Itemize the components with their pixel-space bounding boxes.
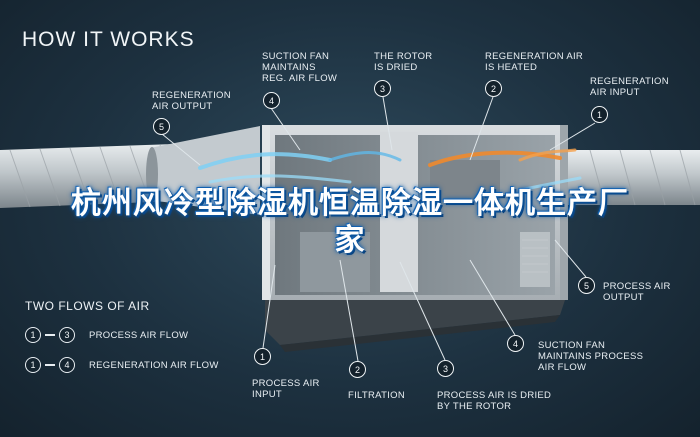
callout-badge-process-input: 1 <box>254 348 271 365</box>
callout-label-regeneration-input: REGENERATION AIR INPUT <box>590 76 669 98</box>
legend-row-process: 1 3 PROCESS AIR FLOW <box>25 326 188 344</box>
callout-label-rotor-dried: THE ROTOR IS DRIED <box>374 51 433 73</box>
callout-label-process-input: PROCESS AIR INPUT <box>252 378 320 400</box>
legend-badge-to: 4 <box>59 357 75 373</box>
process-air-flow <box>208 174 582 192</box>
callout-label-process-output: PROCESS AIR OUTPUT <box>603 281 671 303</box>
leader-lines <box>161 96 596 362</box>
callout-label-filtration: FILTRATION <box>348 390 406 401</box>
legend-badge-from: 1 <box>25 357 41 373</box>
legend-label-process: PROCESS AIR FLOW <box>89 329 189 341</box>
headline-overlay: 杭州风冷型除湿机恒温除湿一体机生产厂家 <box>71 186 629 258</box>
dehumidifier-cabinet <box>262 125 568 352</box>
callout-badge-regeneration-heated: 2 <box>485 80 502 97</box>
callout-label-process-dried: PROCESS AIR IS DRIED BY THE ROTOR <box>437 390 552 412</box>
left-duct <box>0 126 260 215</box>
callout-label-regeneration-fan: SUCTION FAN MAINTAINS REG. AIR FLOW <box>262 51 338 84</box>
callout-badge-process-output: 5 <box>578 277 595 294</box>
callout-badge-regeneration-output: 5 <box>153 118 170 135</box>
callout-badge-process-fan: 4 <box>507 335 524 352</box>
legend-label-regeneration: REGENERATION AIR FLOW <box>89 359 219 371</box>
callout-label-process-fan: SUCTION FAN MAINTAINS PROCESS AIR FLOW <box>538 340 644 373</box>
page-title: HOW IT WORKS <box>22 28 195 51</box>
callout-badge-process-dried: 3 <box>437 360 454 377</box>
regeneration-air-flow <box>198 148 577 170</box>
right-duct <box>560 149 700 206</box>
callout-label-regeneration-heated: REGENERATION AIR IS HEATED <box>485 51 584 73</box>
flows-legend-title: TWO FLOWS OF AIR <box>25 299 150 313</box>
callout-badge-regeneration-input: 1 <box>591 106 608 123</box>
callout-label-regeneration-output: REGENERATION AIR OUTPUT <box>152 90 231 112</box>
legend-row-regeneration: 1 4 REGENERATION AIR FLOW <box>25 356 219 374</box>
legend-badge-to: 3 <box>59 327 75 343</box>
legend-dash <box>45 364 55 366</box>
legend-dash <box>45 334 55 336</box>
legend-badge-from: 1 <box>25 327 41 343</box>
callout-badge-regeneration-fan: 4 <box>263 92 280 109</box>
callout-badge-rotor-dried: 3 <box>374 80 391 97</box>
callout-badge-filtration: 2 <box>349 361 366 378</box>
